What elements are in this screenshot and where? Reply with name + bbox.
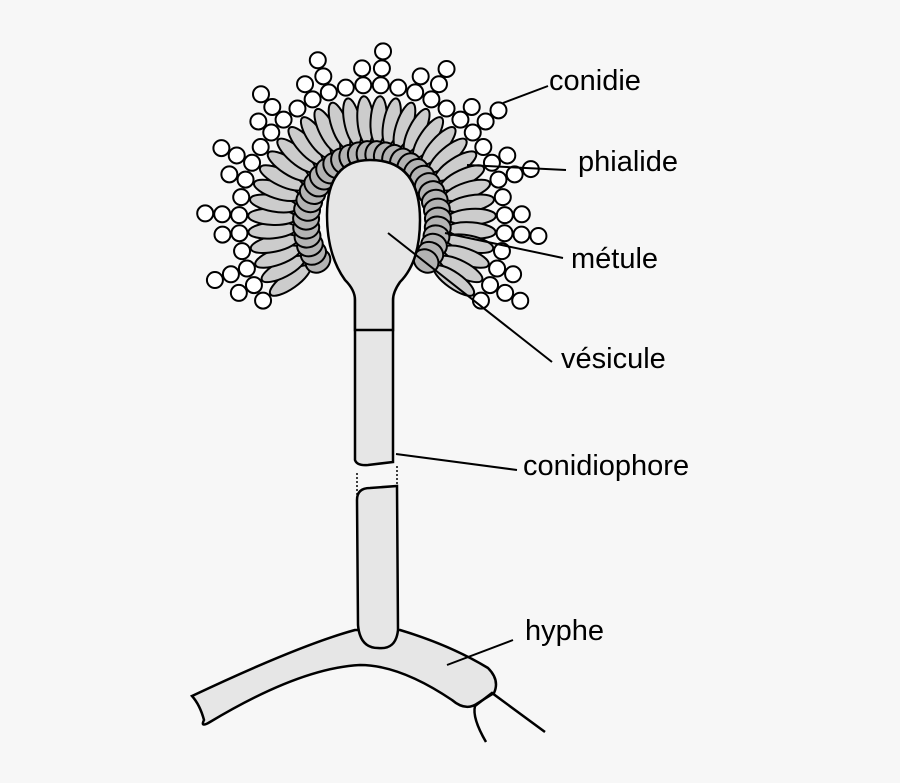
conidial-head (196, 42, 548, 310)
phialides (247, 95, 497, 297)
leader-lines (387, 85, 567, 666)
label-metule: métule (571, 243, 659, 275)
label-hyphe: hyphe (525, 615, 605, 647)
conidiophore-stalk (353, 281, 400, 650)
label-vesicule: vésicule (561, 343, 666, 375)
label-conidie: conidie (549, 65, 641, 97)
label-conidiophore: conidiophore (523, 450, 690, 482)
conidia (196, 42, 548, 310)
vesicule-shape (325, 158, 422, 332)
label-phialide: phialide (578, 146, 678, 178)
